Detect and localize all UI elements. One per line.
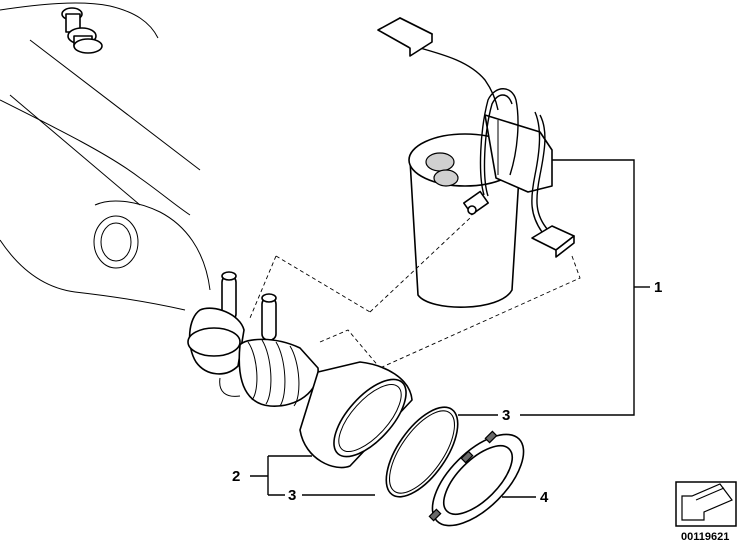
callout-2: 2 xyxy=(232,468,240,485)
electrical-plug xyxy=(531,225,575,258)
callout-3-upper: 3 xyxy=(502,407,510,424)
reference-number: 00119621 xyxy=(681,531,729,543)
float xyxy=(377,17,433,57)
callout-3-lower: 3 xyxy=(288,487,296,504)
fuel-tank xyxy=(0,2,211,311)
callout-1: 1 xyxy=(654,279,662,296)
arrow-icon xyxy=(681,483,733,521)
reference-box: 00119621 xyxy=(675,481,737,543)
tank-vent-fitting xyxy=(61,7,103,54)
seal-ring xyxy=(385,406,459,498)
callout-4: 4 xyxy=(540,489,549,506)
fuel-pump-module xyxy=(249,17,581,369)
lock-ring xyxy=(428,430,525,527)
hose-connector xyxy=(462,190,490,216)
feed-unit-flange xyxy=(187,271,413,469)
leader-lines xyxy=(250,159,650,498)
